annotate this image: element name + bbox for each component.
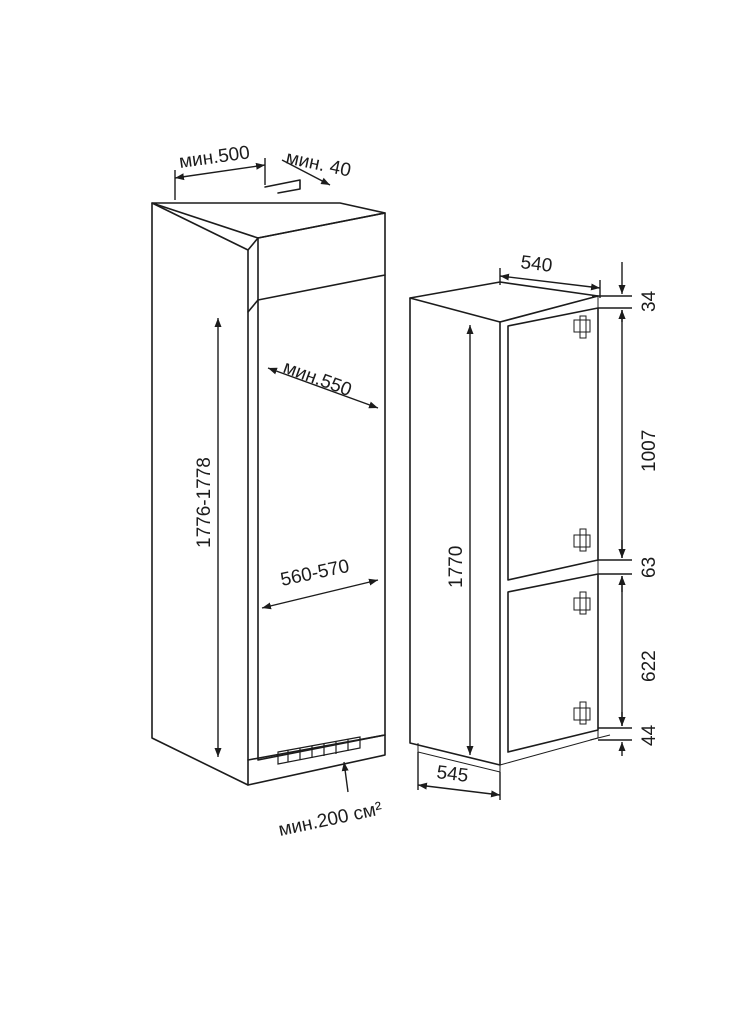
label-lower-door: 622: [639, 650, 660, 682]
lower-door: [507, 573, 599, 753]
top-gap-step: [264, 179, 301, 194]
cabinet-plinth: [247, 734, 386, 786]
appliance-feet: [417, 734, 611, 773]
hinge-upper-top: [573, 315, 591, 339]
label-vent-area-min: мин.200 см²: [277, 798, 384, 840]
appliance-drawing: [409, 281, 611, 773]
label-height: 1770: [446, 546, 467, 588]
label-upper-door: 1007: [639, 430, 660, 472]
vent-grille: [277, 736, 361, 765]
label-door-gap: 63: [639, 557, 660, 578]
cabinet-dimensions: мин.500 мин. 40 1776-1778 мин.550 560-57…: [174, 142, 384, 841]
label-niche-height: 1776-1778: [194, 457, 215, 548]
appliance-dimensions: 540 1770 545 34 1007 63 622 44: [417, 252, 660, 800]
appliance-front-frame: [499, 295, 599, 766]
label-top-gap-min: мин. 40: [284, 147, 353, 181]
label-bottom-offset: 44: [639, 724, 660, 746]
label-niche-depth-min: мин.550: [280, 357, 354, 401]
cabinet-niche-back: [257, 274, 386, 761]
hinge-lower-bottom: [573, 701, 591, 725]
cabinet-top-block: [257, 212, 386, 301]
upper-door: [507, 307, 599, 581]
label-width: 540: [519, 252, 553, 277]
label-niche-width: 560-570: [279, 556, 352, 591]
cabinet-niche-inner-left: [247, 237, 259, 313]
cabinet-drawing: [151, 179, 386, 786]
label-depth: 545: [435, 762, 469, 787]
label-top-offset: 34: [639, 290, 660, 312]
appliance-side-panel: [409, 297, 501, 766]
hinge-lower-top: [573, 591, 591, 615]
hinge-upper-bottom: [573, 528, 591, 552]
appliance-top-face: [409, 281, 599, 323]
